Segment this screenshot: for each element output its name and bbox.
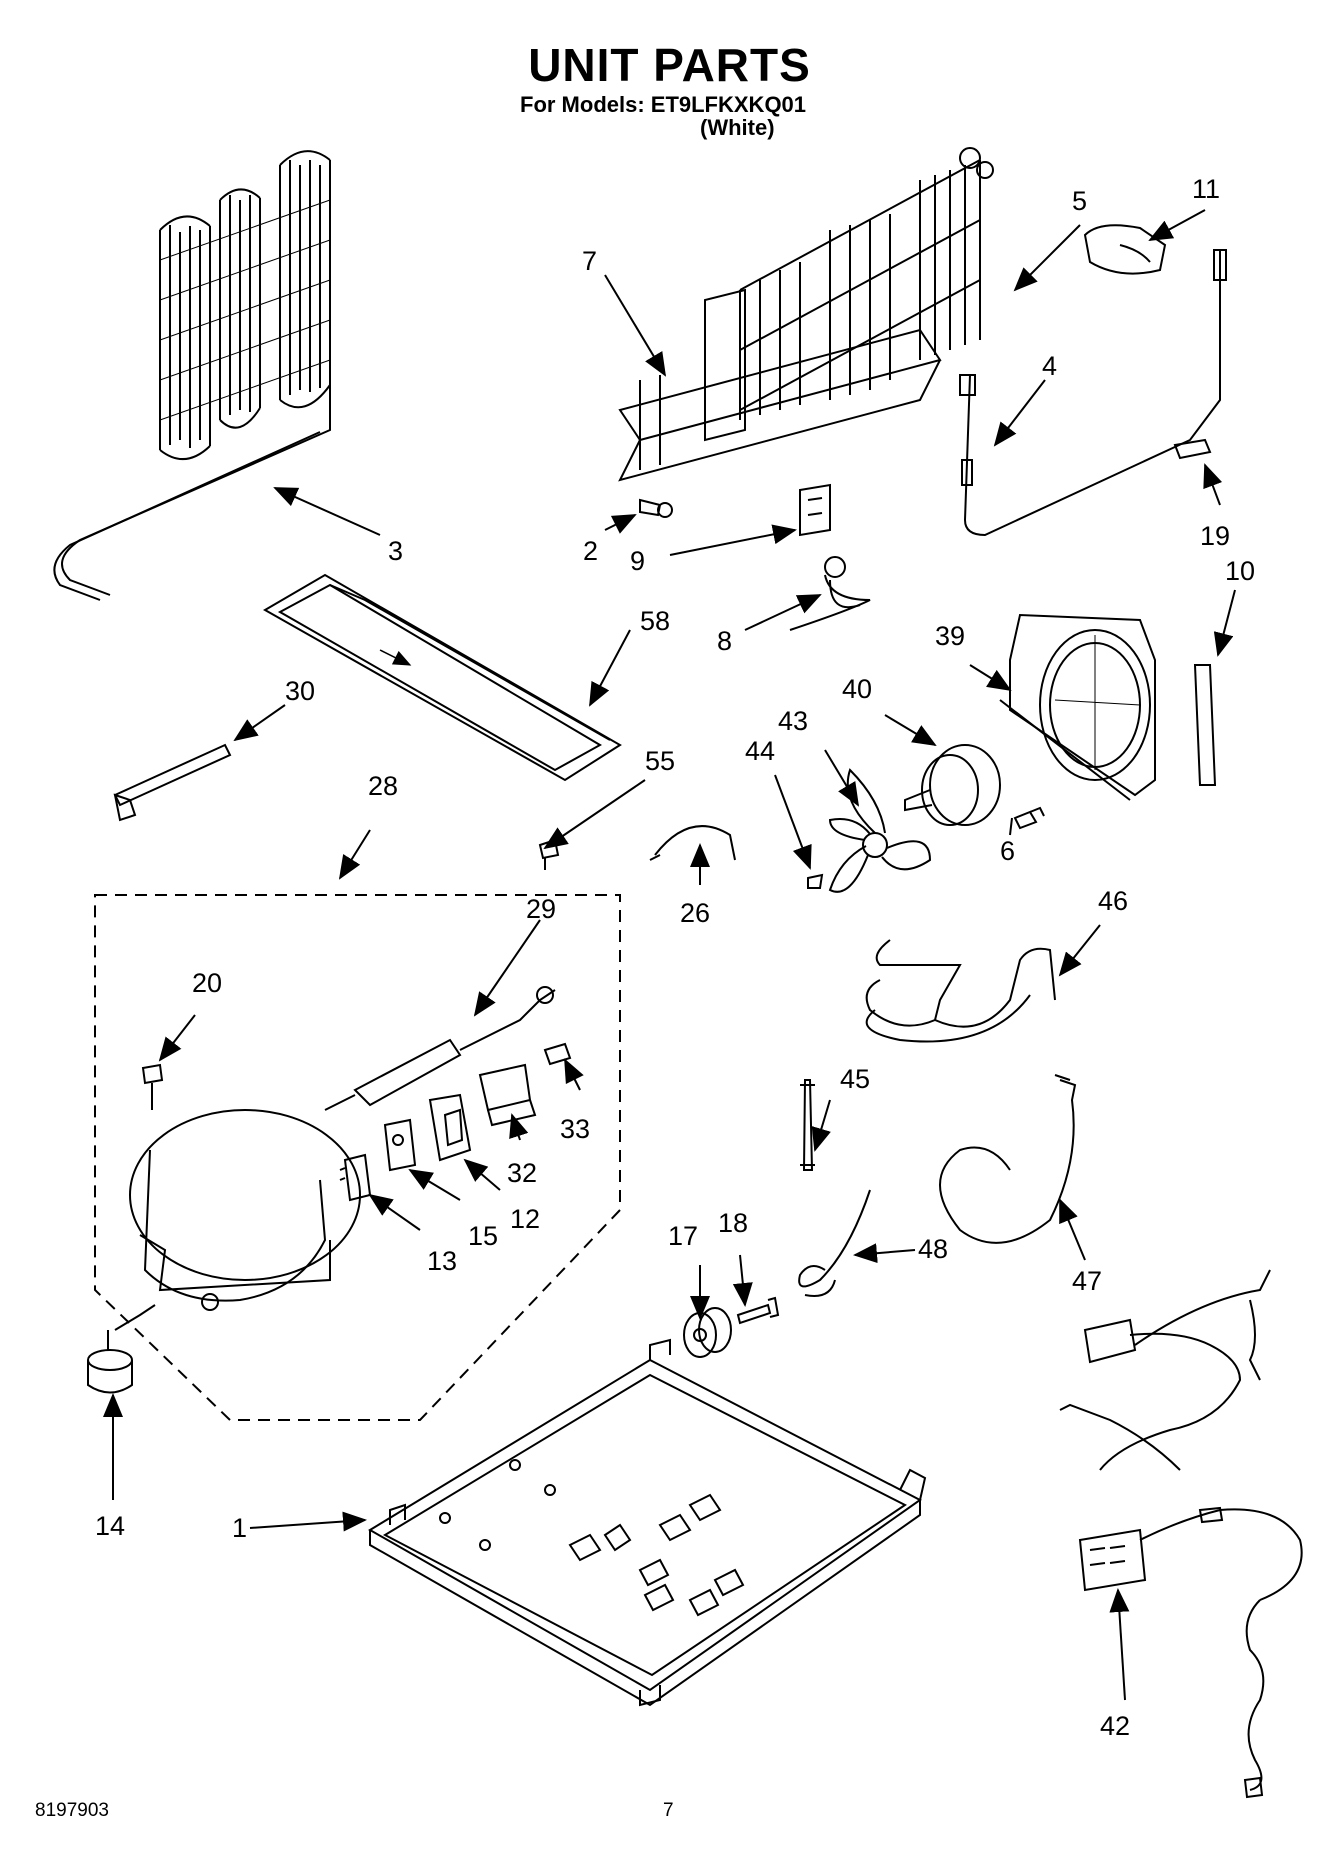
part-2-screw [639, 498, 673, 518]
part-7-evaporator [618, 147, 994, 482]
part-48-tube [798, 1189, 871, 1297]
callout-3: 3 [388, 536, 403, 566]
document-number: 8197903 [35, 1800, 109, 1821]
callout-18: 18 [718, 1208, 748, 1238]
callout-44: 44 [745, 736, 775, 766]
callout-39: 39 [935, 621, 965, 651]
part-40-fan-motor [904, 744, 1001, 826]
callout-19: 19 [1200, 521, 1230, 551]
part-6-screw [1013, 806, 1045, 830]
part-46-tube [865, 939, 1056, 1043]
callout-46: 46 [1098, 886, 1128, 916]
part-32-relay-cover [478, 1063, 537, 1127]
callout-6: 6 [1000, 836, 1015, 866]
part-45-pin [800, 1079, 815, 1171]
callout-20: 20 [192, 968, 222, 998]
part-11-cap [1083, 224, 1167, 275]
part-58-drain-pan [262, 573, 622, 782]
callout-29: 29 [526, 894, 556, 924]
callout-11: 11 [1192, 174, 1220, 204]
callout-47: 47 [1072, 1266, 1102, 1296]
callout-33: 33 [560, 1114, 590, 1144]
callout-12: 12 [510, 1204, 540, 1234]
callout-32: 32 [507, 1158, 537, 1188]
callout-42: 42 [1100, 1711, 1130, 1741]
callout-15: 15 [468, 1221, 498, 1251]
compressor-body [114, 1109, 361, 1331]
part-47-tube [939, 1074, 1077, 1244]
page-title: UNIT PARTS [528, 39, 811, 91]
part-43-fan-blade [828, 768, 932, 893]
part-9-bracket [799, 483, 831, 537]
callout-48: 48 [918, 1234, 948, 1264]
part-4-thermostat-tube [959, 249, 1227, 537]
callout-8: 8 [717, 626, 732, 656]
callout-labels: 3 2 9 7 5 11 4 19 10 58 30 8 39 40 43 44… [95, 174, 1255, 1741]
color-line: (White) [700, 115, 775, 140]
callout-10: 10 [1225, 556, 1255, 586]
callout-26: 26 [680, 898, 710, 928]
part-17-grommet [683, 1307, 732, 1358]
part-29-overload [324, 986, 556, 1111]
part-12-relay [428, 1093, 472, 1162]
part-10-gasket [1193, 664, 1217, 786]
callout-13: 13 [427, 1246, 457, 1276]
callout-40: 40 [842, 674, 872, 704]
part-1-base-frame [368, 1338, 927, 1707]
part-30-cable-tie [113, 743, 232, 822]
part-14-grommet [87, 1330, 133, 1394]
callout-30: 30 [285, 676, 315, 706]
models-line: For Models: ET9LFKXKQ01 [520, 92, 807, 117]
part-3-condenser-coil [53, 150, 331, 601]
part-18-bolt [736, 1296, 780, 1325]
callout-45: 45 [840, 1064, 870, 1094]
part-20-screw [141, 1063, 164, 1110]
callout-14: 14 [95, 1511, 125, 1541]
part-28-compressor-kit-outline [94, 894, 621, 1421]
callout-leaders [103, 209, 1236, 1701]
part-39-fan-shroud [999, 613, 1156, 801]
callout-17: 17 [668, 1221, 698, 1251]
part-19-clip [1173, 438, 1212, 460]
part-42-wire-harness [1059, 1269, 1303, 1799]
part-26-clip [649, 825, 736, 861]
part-8-plug-cord [789, 556, 871, 631]
page-number: 7 [663, 1800, 674, 1821]
callout-55: 55 [645, 746, 675, 776]
callout-58: 58 [640, 606, 670, 636]
callout-4: 4 [1042, 351, 1057, 381]
part-33-screw [543, 1042, 572, 1066]
part-44-clip [807, 873, 824, 889]
callout-7: 7 [582, 246, 597, 276]
callout-1: 1 [232, 1513, 247, 1543]
callout-2: 2 [583, 536, 598, 566]
callout-43: 43 [778, 706, 808, 736]
callout-5: 5 [1072, 186, 1087, 216]
part-15-bracket [383, 1118, 417, 1172]
part-13-terminal [339, 1153, 372, 1202]
callout-28: 28 [368, 771, 398, 801]
callout-9: 9 [630, 546, 645, 576]
